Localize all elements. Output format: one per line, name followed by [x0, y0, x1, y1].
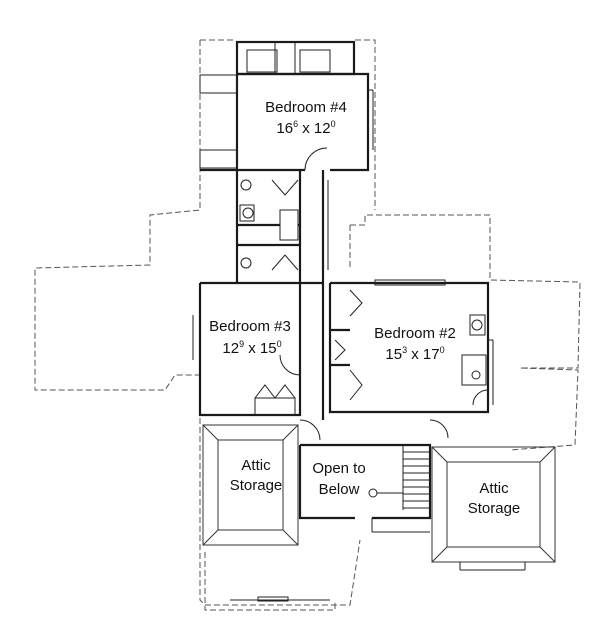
- bedroom3-name: Bedroom #3: [209, 318, 291, 335]
- open-below-line2: Below: [319, 481, 360, 498]
- attic-right-line2: Storage: [468, 500, 521, 517]
- bottom-window: [230, 596, 330, 602]
- attic-right-line1: Attic: [479, 480, 509, 497]
- corridor-and-bath: [235, 170, 329, 283]
- dashed-outlines: [34, 39, 581, 611]
- stair-area: [298, 443, 432, 533]
- bedroom2-dimensions: 153 x 170: [385, 345, 444, 363]
- bedroom3-walls: [192, 281, 302, 417]
- bedroom3-dimensions: 129 x 150: [222, 339, 281, 357]
- attic-left-line2: Storage: [230, 477, 283, 494]
- attic-left-roof: [202, 424, 299, 546]
- bedroom4-name: Bedroom #4: [265, 99, 347, 116]
- attic-left-line1: Attic: [241, 457, 271, 474]
- attic-right-roof: [431, 446, 556, 571]
- stair-treads: [403, 451, 430, 509]
- bedroom2-walls: [328, 279, 494, 439]
- corridor-lower: [299, 281, 325, 441]
- bedroom2-name: Bedroom #2: [374, 325, 456, 342]
- bedroom4-dimensions: 166 x 120: [276, 119, 335, 137]
- open-below-line1: Open to: [312, 460, 365, 477]
